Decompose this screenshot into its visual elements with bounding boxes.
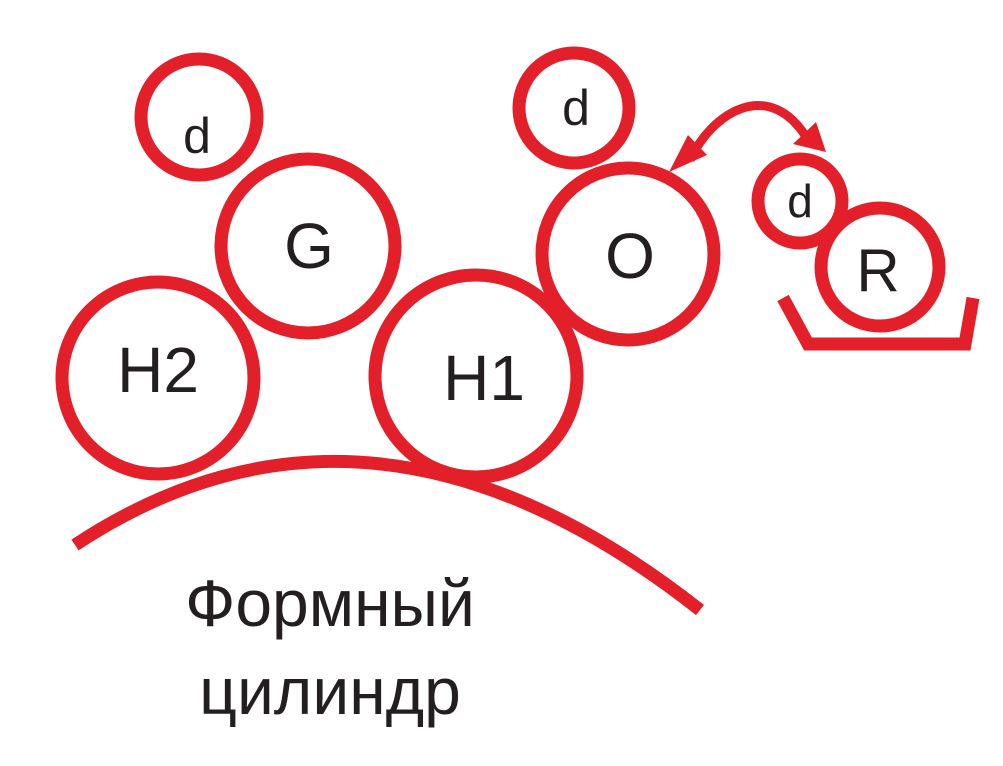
arrow-head-right [793, 122, 826, 152]
roller-d-left-circle [134, 52, 264, 182]
transfer-arrow-line [685, 101, 812, 162]
roller-h2: H2 [55, 275, 261, 481]
roller-d-left-label: d [183, 108, 211, 164]
roller-d-right-circle [751, 152, 849, 250]
plate-cylinder-caption-line1: Формный [185, 566, 475, 640]
roller-d-right: d [751, 152, 849, 250]
plate-cylinder-caption-line2: цилиндр [199, 654, 461, 728]
roller-d-left: d [134, 52, 264, 182]
roller-o: O [535, 161, 721, 347]
roller-h1: H1 [368, 268, 584, 484]
roller-r-label: R [856, 238, 899, 305]
ink-tray [777, 294, 980, 351]
roller-o-circle [535, 161, 721, 347]
roller-g: G [214, 152, 402, 340]
roller-d-mid-label: d [562, 80, 590, 136]
arrow-head-left [669, 135, 707, 172]
plate-cylinder-arc [71, 455, 705, 616]
roller-r-circle [814, 201, 946, 333]
roller-h1-label: H1 [443, 342, 525, 414]
roller-o-label: O [605, 220, 655, 292]
roller-h2-label: H2 [117, 334, 199, 406]
roller-r: R [814, 201, 946, 333]
roller-g-label: G [284, 210, 334, 282]
roller-g-circle [214, 152, 402, 340]
roller-h1-circle [368, 268, 584, 484]
roller-d-right-label: d [787, 175, 813, 227]
roller-d-mid-circle [512, 46, 636, 170]
roller-d-mid: d [512, 46, 636, 170]
roller-h2-circle [55, 275, 261, 481]
